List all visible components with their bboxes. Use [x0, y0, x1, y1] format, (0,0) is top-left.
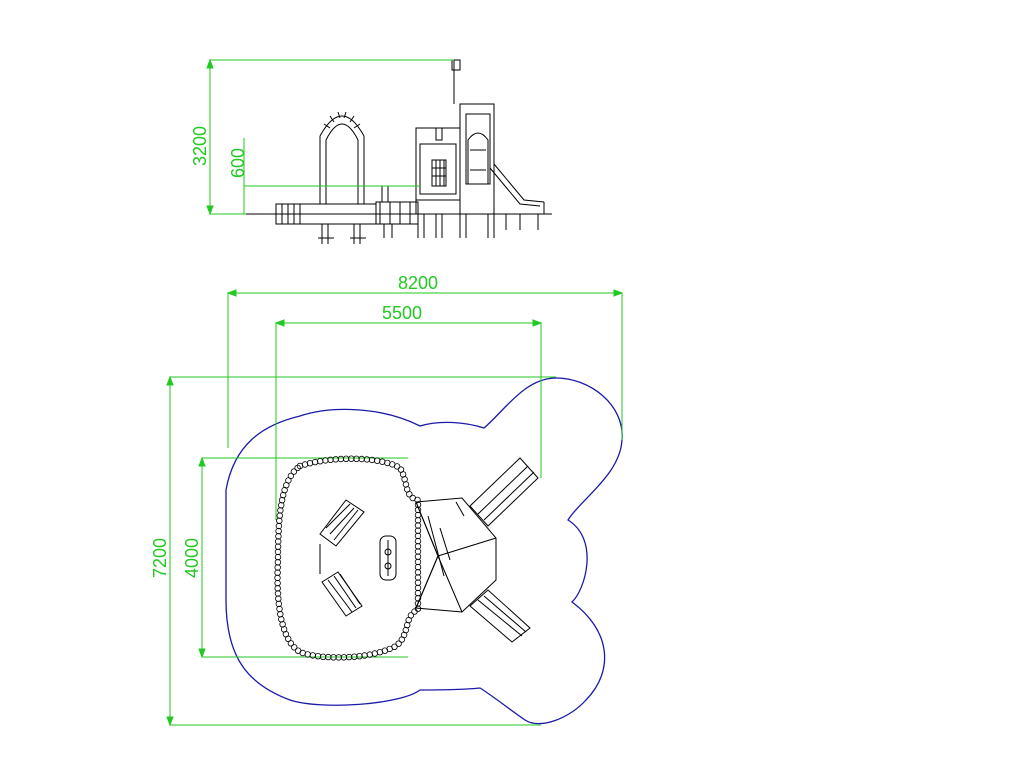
chain-bead [358, 455, 365, 463]
chain-bead [342, 455, 350, 462]
chain-bead [332, 456, 339, 463]
chain-bead [414, 558, 422, 566]
chain-bead [274, 579, 281, 587]
chain-bead [398, 636, 405, 643]
elevation-right-tower [451, 59, 495, 215]
safety-zone-boundary [225, 377, 623, 725]
chain-bead [414, 532, 422, 540]
chain-bead [294, 647, 302, 654]
chain-bead [274, 548, 282, 556]
chain-bead [356, 653, 363, 660]
chain-bead [363, 456, 371, 463]
chain-walkway-loop [274, 455, 422, 661]
chain-bead [414, 496, 421, 504]
dimension-label-4000: 4000 [182, 538, 202, 578]
chain-bead [414, 584, 422, 592]
chain-bead [278, 497, 286, 504]
chain-bead [337, 455, 345, 463]
plan-slide-lower [469, 589, 531, 643]
elevation-legs [318, 214, 539, 244]
chain-bead [414, 511, 422, 519]
chain-bead [371, 650, 378, 657]
chain-bead [395, 640, 402, 647]
chain-bead [414, 563, 422, 571]
chain-bead [274, 559, 282, 566]
chain-bead [414, 537, 422, 545]
chain-bead [274, 543, 282, 550]
chain-bead [276, 512, 283, 519]
plan-climbing-panel-upper [319, 499, 365, 547]
chain-bead [401, 476, 408, 483]
chain-bead [414, 553, 422, 560]
chain-bead [406, 491, 413, 498]
dimension-label-8200: 8200 [398, 273, 438, 293]
chain-bead [278, 616, 285, 623]
chain-bead [275, 595, 282, 602]
plan-climbing-panel-lower [321, 571, 363, 617]
chain-bead [414, 522, 422, 529]
chain-bead [290, 468, 298, 475]
elevation-dimensions [206, 58, 454, 216]
dimension-label-3200: 3200 [190, 126, 210, 166]
chain-bead [376, 649, 384, 656]
chain-bead [276, 517, 283, 524]
chain-bead [414, 569, 422, 576]
chain-bead [277, 611, 284, 618]
chain-bead [311, 458, 319, 466]
dimension-label-600: 600 [228, 148, 248, 178]
chain-bead [414, 589, 422, 597]
chain-bead [414, 527, 422, 534]
chain-bead [361, 652, 368, 659]
chain-bead [317, 458, 324, 465]
chain-bead [275, 600, 282, 608]
chain-bead [278, 502, 285, 509]
chain-bead [411, 608, 418, 615]
chain-bead [275, 533, 282, 540]
chain-bead [287, 472, 295, 480]
chain-bead [277, 507, 284, 514]
chain-bead [274, 574, 281, 582]
chain-bead [306, 460, 314, 467]
chain-bead [348, 455, 355, 462]
elevation-view [246, 59, 552, 244]
chain-bead [414, 517, 422, 524]
dimension-label-5500: 5500 [382, 303, 422, 323]
chain-bead [294, 464, 301, 472]
chain-bead [393, 463, 401, 470]
plan-structure [319, 457, 539, 643]
elevation-arch [319, 111, 365, 204]
chain-bead [274, 590, 282, 597]
elevation-left-tower [415, 127, 461, 215]
chain-bead [353, 455, 360, 462]
chain-bead [276, 605, 283, 613]
chain-bead [414, 574, 422, 581]
chain-bead [274, 553, 282, 561]
chain-bead [275, 538, 282, 545]
chain-bead [274, 569, 281, 576]
chain-bead [274, 585, 281, 592]
chain-bead [274, 564, 281, 571]
chain-bead [374, 457, 381, 464]
chain-bead [291, 644, 298, 651]
plan-dimensions [166, 289, 624, 727]
chain-bead [319, 653, 327, 660]
chain-bead [414, 579, 422, 586]
dimension-label-7200: 7200 [150, 538, 170, 578]
chain-bead [322, 457, 329, 464]
chain-bead [414, 543, 422, 550]
chain-bead [275, 527, 282, 535]
chain-bead [414, 548, 422, 555]
plan-slide-upper [469, 457, 539, 527]
plan-activity-panel [379, 535, 397, 581]
elevation-slide [489, 163, 545, 214]
